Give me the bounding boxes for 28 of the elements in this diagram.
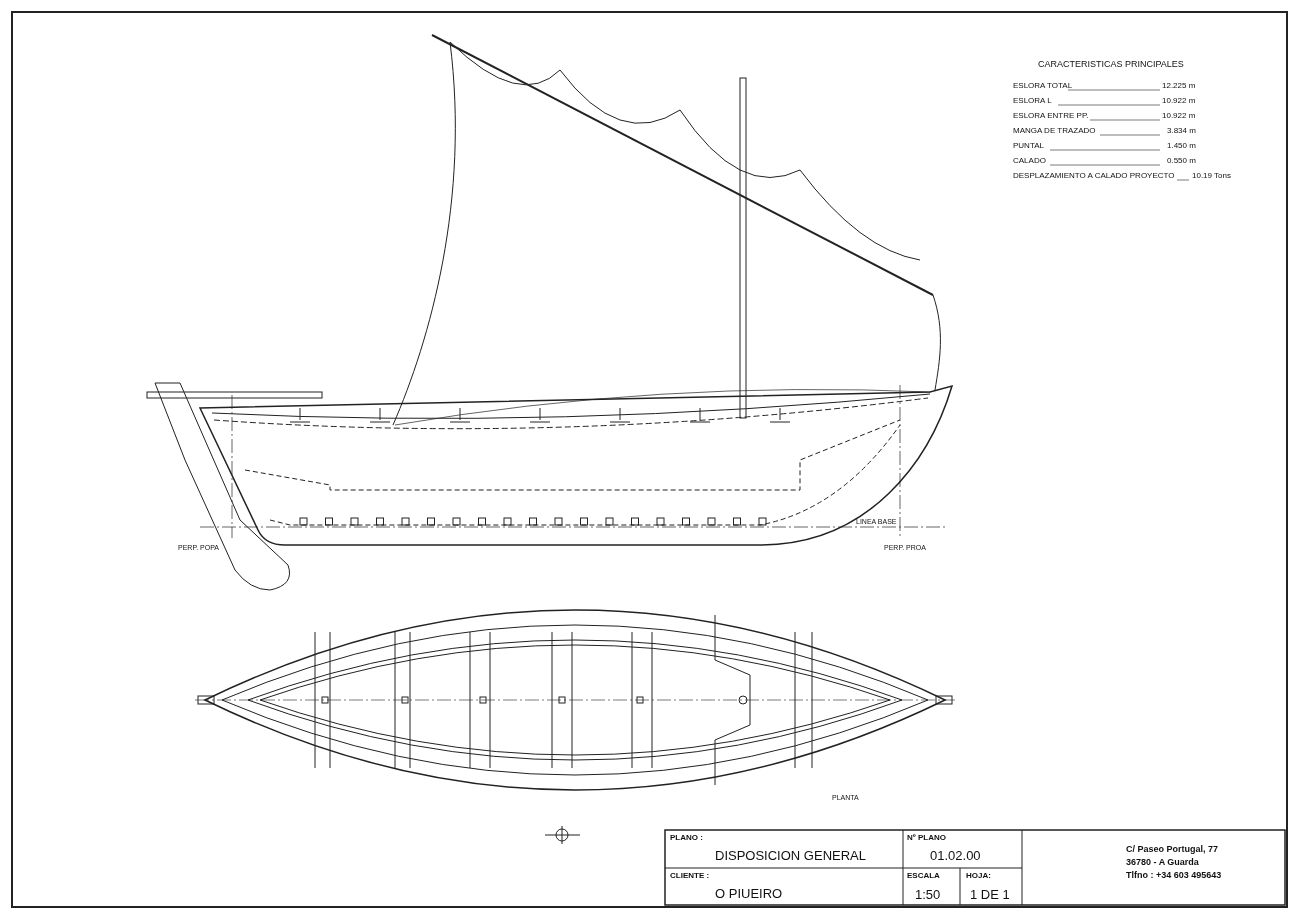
- field-label: CLIENTE :: [670, 872, 710, 880]
- spec-value: 1.450 m: [1167, 142, 1196, 150]
- field-value: 01.02.00: [930, 849, 981, 862]
- spec-name: DESPLAZAMIENTO A CALADO PROYECTO: [1013, 172, 1175, 180]
- field-label: PLANO :: [670, 834, 703, 842]
- spec-name: MANGA DE TRAZADO: [1013, 127, 1096, 135]
- field-value: O PIUEIRO: [715, 887, 783, 900]
- spec-value: 10.922 m: [1162, 97, 1196, 105]
- spec-value: 10.922 m: [1162, 112, 1196, 120]
- field-label: ESCALA: [907, 872, 940, 880]
- field-label: HOJA:: [966, 872, 991, 880]
- address-text: C/ Paseo Portugal, 77: [1126, 845, 1219, 854]
- drawing-title: DISPOSICION GENERAL: [715, 849, 866, 862]
- spec-value: 10.19 Tons: [1192, 172, 1231, 180]
- spec-name: ESLORA TOTAL: [1013, 82, 1073, 90]
- spec-value: 0.550 m: [1167, 157, 1196, 165]
- spec-value: 12.225 m: [1162, 82, 1196, 90]
- field-value: 1:50: [915, 888, 941, 901]
- spec-name: CALADO: [1013, 157, 1046, 165]
- field-label: Nº PLANO: [907, 834, 946, 842]
- spec-name: ESLORA L: [1013, 97, 1052, 105]
- phone-text: Tlfno : +34 603 495643: [1126, 871, 1222, 880]
- spec-value: 3.834 m: [1167, 127, 1196, 135]
- spec-name: PUNTAL: [1013, 142, 1044, 150]
- spec-name: ESLORA ENTRE PP.: [1013, 112, 1089, 120]
- address-text: 36780 - A Guarda: [1126, 858, 1199, 867]
- table-heading: CARACTERISTICAS PRINCIPALES: [1038, 60, 1184, 69]
- field-value: 1 DE 1: [970, 888, 1010, 901]
